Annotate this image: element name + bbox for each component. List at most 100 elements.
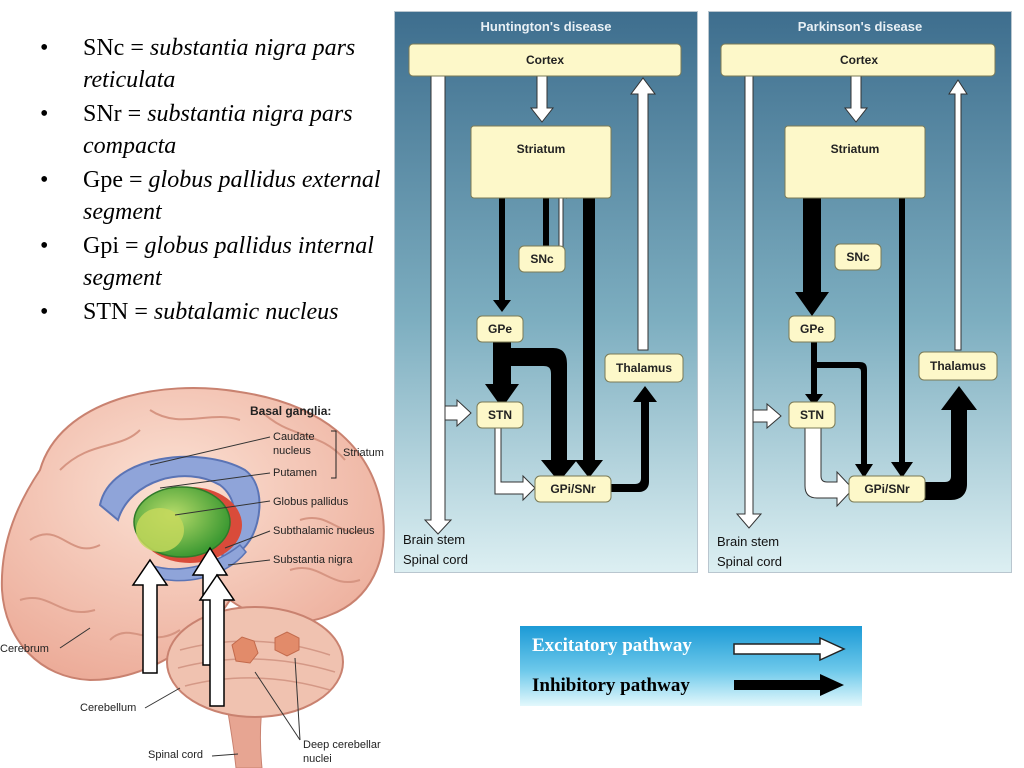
abbreviation-list: •SNc = substantia nigra pars reticulata … <box>40 32 400 330</box>
pd-nodes <box>720 43 998 503</box>
legend-inhibitory-arrow-icon <box>734 674 844 696</box>
label-globus-pallidus: Globus pallidus <box>273 496 349 508</box>
hd-label-stn: STN <box>488 408 512 422</box>
full-gpi: globus pallidus internal segment <box>83 233 374 291</box>
full-snc: substantia nigra pars reticulata <box>83 35 356 93</box>
abbr-gpe: Gpe = <box>83 167 143 193</box>
pd-cortex-to-stn <box>752 402 782 430</box>
pd-node-gpi <box>848 475 926 503</box>
bullet-stn: •STN = subtalamic nucleus <box>40 299 339 325</box>
globus-inner-shape <box>136 508 184 552</box>
pd-node-gpe <box>788 315 836 343</box>
pd-excitatory-arrows <box>735 75 968 529</box>
parkinson-panel: Parkinson's disease Cortex Stri <box>708 11 1012 573</box>
label-deep-line1: Deep cerebellar <box>303 739 381 751</box>
hd-nodes <box>408 43 684 503</box>
caudate-tail-shape <box>147 543 247 582</box>
brain-illustration: Basal ganglia: Caudate nucleus Putamen S… <box>0 387 385 768</box>
hd-node-labels: Cortex Striatum SNc GPe Thalamus STN GPi… <box>488 53 672 496</box>
legend-inhibitory-label: Inhibitory pathway <box>532 675 690 696</box>
pd-label-gpe: GPe <box>800 322 824 336</box>
pd-stn-to-gpi <box>804 427 854 508</box>
label-striatum: Striatum <box>343 447 384 459</box>
label-caudate-line1: Caudate <box>273 431 315 443</box>
pd-label-snc: SNc <box>846 250 870 264</box>
label-putamen: Putamen <box>273 467 317 479</box>
hd-node-stn <box>476 401 524 429</box>
hd-label-snc: SNc <box>530 252 554 266</box>
label-cerebrum: Cerebrum <box>0 643 49 655</box>
full-stn: subtalamic nucleus <box>153 299 339 325</box>
pd-label-brainstem: Brain stem <box>717 534 779 549</box>
gyri-lines <box>19 409 366 641</box>
hd-thalamus-to-cortex <box>630 77 656 351</box>
label-cerebellum: Cerebellum <box>80 702 136 714</box>
hd-node-gpe <box>476 315 524 343</box>
hd-node-striatum <box>470 125 612 199</box>
label-substantia-nigra: Substantia nigra <box>273 554 353 566</box>
hd-label-cortex: Cortex <box>526 53 564 67</box>
hd-stn-to-gpi <box>494 425 536 502</box>
full-gpe: globus pallidus external segment <box>83 167 381 225</box>
hd-striatum-to-gpe <box>493 196 511 312</box>
cerebellum-shape <box>166 606 344 718</box>
abbr-stn: STN = <box>83 299 148 325</box>
hd-label-striatum: Striatum <box>517 142 566 156</box>
hd-cortex-to-striatum <box>529 75 555 123</box>
pd-node-striatum <box>784 125 926 199</box>
pd-gpi-to-thalamus <box>921 386 977 500</box>
hd-label-gpi: GPi/SNr <box>550 482 596 496</box>
hd-gpi-to-thalamus <box>607 386 657 492</box>
hd-inhibitory-arrows <box>485 166 657 492</box>
label-deep-line2: nuclei <box>303 753 332 765</box>
hd-node-snc <box>518 245 566 273</box>
hd-label-thalamus: Thalamus <box>616 361 672 375</box>
hd-excitatory-arrows <box>423 75 656 535</box>
hd-node-cortex <box>408 43 682 77</box>
pd-label-striatum: Striatum <box>831 142 880 156</box>
label-caudate-line2: nucleus <box>273 445 311 457</box>
pd-label-thalamus: Thalamus <box>930 359 986 373</box>
bullet-gpe: •Gpe = globus pallidus external segment <box>40 167 381 225</box>
pd-node-labels: Cortex Striatum SNc GPe Thalamus STN GPi… <box>800 53 986 496</box>
parkinson-circuit: Parkinson's disease Cortex Stri <box>709 12 1011 572</box>
hd-gpe-to-gpi <box>511 348 577 482</box>
abbr-snr: SNr = <box>83 101 142 127</box>
pd-label-gpi: GPi/SNr <box>864 482 910 496</box>
pd-inhibitory-arrows <box>795 198 977 500</box>
ascending-arrow-right <box>198 573 236 707</box>
pathway-legend: Excitatory pathway Inhibitory pathway <box>520 626 862 706</box>
hd-node-gpi <box>534 475 612 503</box>
abbr-gpi: Gpi = <box>83 233 139 259</box>
pd-node-stn <box>788 401 836 429</box>
hd-gpe-to-stn <box>485 342 519 408</box>
basal-ganglia-heading: Basal ganglia: <box>250 404 331 418</box>
bullet-snc: •SNc = substantia nigra pars reticulata <box>40 35 356 93</box>
ascending-arrow-left <box>131 558 169 674</box>
huntington-panel: Huntington's disease <box>394 11 698 573</box>
leader-lines <box>59 436 301 757</box>
legend-excitatory-arrow-icon <box>733 636 846 662</box>
hd-label-brainstem: Brain stem <box>403 532 465 547</box>
huntington-circuit: Huntington's disease <box>395 12 697 572</box>
pd-label-stn: STN <box>800 408 824 422</box>
abbr-snc: SNc = <box>83 35 144 61</box>
bullet-snr: •SNr = substantia nigra pars compacta <box>40 101 353 159</box>
pd-striatum-to-gpe <box>795 198 829 316</box>
pd-node-thalamus <box>918 351 998 381</box>
label-spinal-cord: Spinal cord <box>148 749 203 761</box>
hd-cortex-to-stn <box>444 398 472 428</box>
pd-gpe-to-gpi <box>817 362 873 478</box>
hd-striatum-to-gpi <box>575 196 603 478</box>
legend-excitatory-label: Excitatory pathway <box>532 635 692 656</box>
hd-title: Huntington's disease <box>481 19 612 34</box>
pd-label-spinalcord: Spinal cord <box>717 554 782 569</box>
pd-gpe-to-stn <box>805 342 823 406</box>
label-subthalamic: Subthalamic nucleus <box>273 525 375 537</box>
pd-thalamus-to-cortex <box>948 79 968 351</box>
hd-label-spinalcord: Spinal cord <box>403 552 468 567</box>
deep-nuclei-shape <box>231 631 300 664</box>
hd-label-gpe: GPe <box>488 322 512 336</box>
striatum-bracket <box>331 430 337 479</box>
pd-striatum-to-gpi <box>891 198 913 478</box>
